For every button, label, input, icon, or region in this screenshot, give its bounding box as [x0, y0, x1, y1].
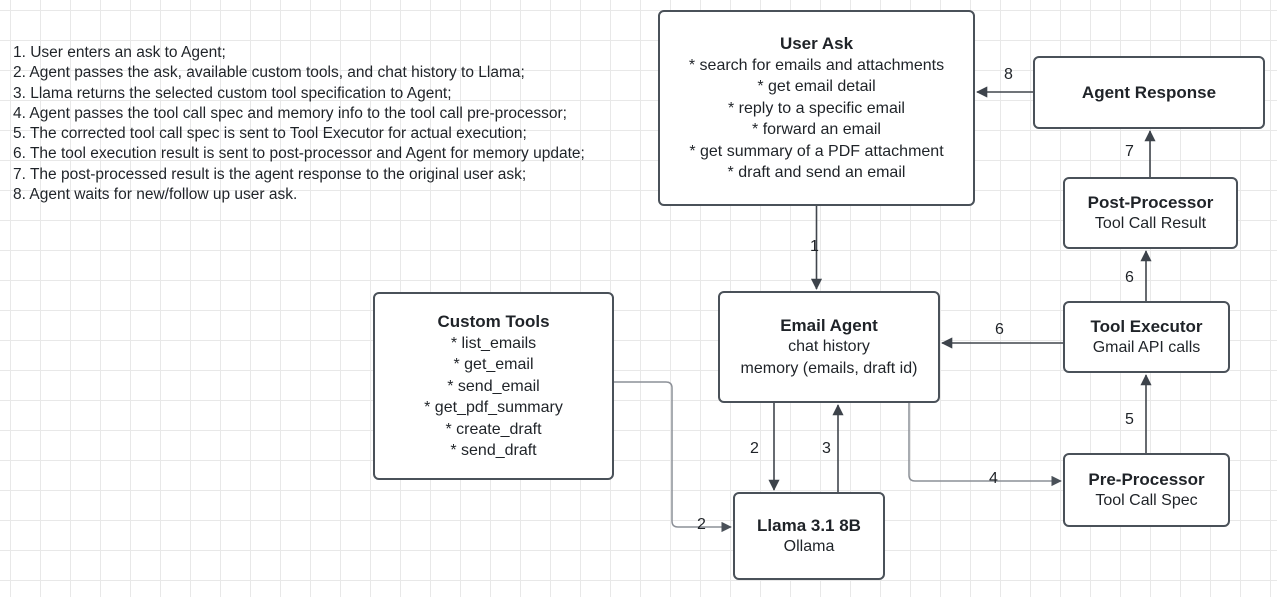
legend-step: 8. Agent waits for new/follow up user as…	[13, 186, 298, 204]
legend-step: 5. The corrected tool call spec is sent …	[13, 125, 527, 143]
node-title: Post-Processor	[1087, 192, 1214, 212]
legend-step: 6. The tool execution result is sent to …	[13, 145, 585, 163]
node-title: Tool Executor	[1090, 316, 1203, 336]
node-list-item: * search for emails and attachments	[688, 56, 945, 74]
legend-step: 7. The post-processed result is the agen…	[13, 165, 527, 183]
edge-label-2-agent-llama: 2	[750, 440, 759, 457]
node-list-item: * get summary of a PDF attachment	[689, 142, 944, 160]
node-title: Email Agent	[780, 316, 878, 335]
node-subtitle: Gmail API calls	[1092, 338, 1201, 356]
node-body: * search for emails and attachments * ge…	[689, 55, 944, 184]
node-agent-response[interactable]: Agent Response	[1033, 56, 1265, 129]
node-list-item: * draft and send an email	[727, 164, 906, 181]
node-subtitle: Tool Call Result	[1094, 214, 1207, 232]
legend-step: 3. Llama returns the selected custom too…	[13, 84, 452, 102]
node-list-item: * send_email	[447, 377, 540, 395]
node-body: * list_emails * get_email * send_email *…	[424, 333, 563, 462]
legend-step: 4. Agent passes the tool call spec and m…	[13, 104, 567, 122]
edge-custom-tools-to-llama	[614, 381, 732, 533]
node-list-item: * get_email	[453, 356, 534, 373]
node-llama[interactable]: Llama 3.1 8B Ollama	[733, 492, 885, 580]
node-title: Custom Tools	[437, 311, 550, 331]
legend-step: 2. Agent passes the ask, available custo…	[13, 64, 525, 82]
node-post-processor[interactable]: Post-Processor Tool Call Result	[1063, 177, 1238, 249]
node-pre-processor[interactable]: Pre-Processor Tool Call Spec	[1063, 453, 1230, 527]
edge-label-2-tools-llama: 2	[697, 516, 706, 533]
node-title: Agent Response	[1081, 83, 1217, 102]
node-title: Llama 3.1 8B	[757, 515, 861, 535]
node-custom-tools[interactable]: Custom Tools * list_emails * get_email *…	[373, 292, 614, 480]
node-email-agent[interactable]: Email Agent chat history memory (emails,…	[718, 291, 940, 403]
node-subtitle: Ollama	[783, 537, 835, 555]
node-list-item: * send_draft	[450, 442, 537, 459]
edge-label-6-executor-post: 6	[1125, 269, 1134, 286]
node-tool-executor[interactable]: Tool Executor Gmail API calls	[1063, 301, 1230, 373]
edge-label-6-executor-agent: 6	[995, 321, 1004, 338]
node-subtitle: chat history	[788, 338, 870, 355]
node-list-item: * list_emails	[450, 334, 537, 352]
edge-label-3: 3	[822, 440, 831, 457]
legend-steps-list: 1. User enters an ask to Agent; 2. Agent…	[13, 43, 585, 205]
edge-email-agent-to-pre-processor	[908, 403, 1062, 487]
node-title: User Ask	[779, 33, 854, 53]
node-list-item: * create_draft	[445, 420, 542, 438]
node-list-item: * forward an email	[752, 121, 881, 138]
edge-label-4: 4	[989, 470, 998, 487]
node-user-ask[interactable]: User Ask * search for emails and attachm…	[658, 10, 975, 206]
edge-label-7: 7	[1125, 143, 1134, 160]
edge-label-5: 5	[1125, 411, 1134, 428]
legend-step: 1. User enters an ask to Agent;	[13, 44, 226, 61]
edge-label-1: 1	[810, 238, 819, 255]
node-list-item: * reply to a specific email	[728, 99, 905, 117]
node-list-item: * get email detail	[757, 78, 876, 95]
node-subtitle: Tool Call Spec	[1095, 491, 1198, 509]
node-subtitle: memory (emails, draft id)	[740, 359, 918, 377]
node-title: Pre-Processor	[1088, 469, 1205, 489]
edge-label-8: 8	[1004, 66, 1013, 83]
node-list-item: * get_pdf_summary	[424, 399, 563, 416]
